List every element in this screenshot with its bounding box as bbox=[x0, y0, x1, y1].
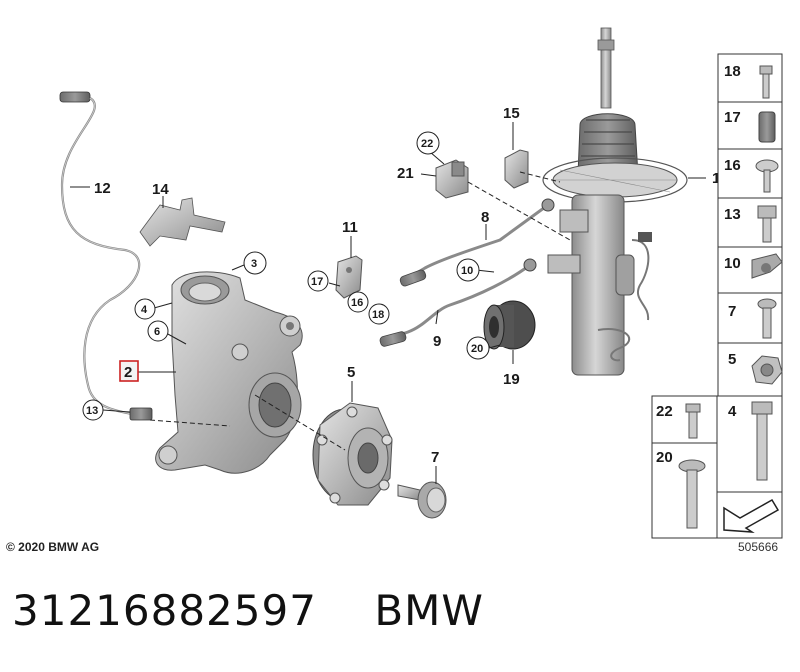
stabilizer-link-8 bbox=[399, 198, 555, 287]
bottom-parts-panel: 22 4 20 bbox=[651, 395, 783, 539]
bottom-cell-20[interactable]: 20 bbox=[656, 449, 706, 529]
callout-label-20: 20 bbox=[471, 343, 483, 355]
callout-label-3: 3 bbox=[251, 258, 257, 270]
side-parts-panel: 18 17 16 13 10 7 5 bbox=[717, 53, 783, 397]
callout-label-5: 5 bbox=[347, 364, 355, 381]
bottom-cell-22[interactable]: 22 bbox=[656, 403, 701, 439]
callout-18[interactable]: 18 bbox=[368, 303, 390, 325]
callout-label-9: 9 bbox=[433, 333, 441, 350]
side-label-17: 17 bbox=[724, 109, 741, 126]
callout-label-10: 10 bbox=[461, 265, 473, 277]
sensor-holder-21 bbox=[435, 159, 469, 199]
assembly-lines bbox=[149, 171, 571, 451]
rubber-mount-19 bbox=[483, 300, 536, 350]
hub-bolt bbox=[397, 481, 447, 519]
callout-label-14: 14 bbox=[152, 181, 169, 198]
callout-8[interactable]: 8 bbox=[481, 209, 489, 226]
callout-label-16: 16 bbox=[351, 297, 363, 309]
callout-9[interactable]: 9 bbox=[433, 333, 441, 350]
steering-knuckle bbox=[155, 271, 303, 474]
bottom-label-20: 20 bbox=[656, 449, 673, 466]
side-cell-18[interactable]: 18 bbox=[724, 63, 773, 99]
callout-14[interactable]: 14 bbox=[152, 181, 169, 198]
callout-13[interactable]: 13 bbox=[82, 399, 104, 421]
callout-label-2: 2 bbox=[124, 364, 132, 381]
callout-7[interactable]: 7 bbox=[431, 449, 439, 466]
callout-16[interactable]: 16 bbox=[347, 291, 369, 313]
callout-21[interactable]: 21 bbox=[397, 165, 414, 182]
callout-label-15: 15 bbox=[503, 105, 520, 122]
callout-label-7: 7 bbox=[431, 449, 439, 466]
callout-label-11: 11 bbox=[342, 219, 358, 236]
wheel-speed-sensor-cable bbox=[59, 91, 153, 421]
part-number-caption: 31216882597 BMW bbox=[12, 586, 484, 635]
leader-lines bbox=[70, 122, 706, 484]
callout-1[interactable]: 1 bbox=[712, 170, 720, 187]
exploded-parts-diagram: 1 2 3 4 5 6 7 8 9 10 11 12 13 14 15 16 1… bbox=[59, 27, 783, 539]
callout-label-12: 12 bbox=[94, 180, 111, 197]
callout-20[interactable]: 20 bbox=[466, 336, 490, 360]
callout-label-17: 17 bbox=[311, 276, 323, 288]
callout-11[interactable]: 11 bbox=[342, 219, 358, 236]
callout-2[interactable]: 2 bbox=[119, 360, 139, 382]
side-cell-5[interactable]: 5 bbox=[728, 351, 783, 385]
bracket-part-11 bbox=[335, 255, 363, 299]
stabilizer-link-9 bbox=[379, 258, 537, 347]
callout-label-21: 21 bbox=[397, 165, 414, 182]
callout-3[interactable]: 3 bbox=[243, 251, 267, 275]
callout-12[interactable]: 12 bbox=[94, 180, 111, 197]
callout-22[interactable]: 22 bbox=[416, 131, 440, 155]
callout-5[interactable]: 5 bbox=[347, 364, 355, 381]
callout-4[interactable]: 4 bbox=[134, 298, 156, 320]
suspension-strut bbox=[542, 27, 688, 376]
callout-label-6: 6 bbox=[154, 326, 160, 338]
side-cell-17[interactable]: 17 bbox=[724, 109, 776, 143]
side-cell-7[interactable]: 7 bbox=[728, 298, 777, 339]
callout-6[interactable]: 6 bbox=[147, 320, 169, 342]
side-label-18: 18 bbox=[724, 63, 741, 80]
side-label-16: 16 bbox=[724, 157, 741, 174]
wheel-hub-bearing bbox=[312, 402, 393, 506]
bottom-label-4: 4 bbox=[728, 403, 737, 420]
callout-label-19: 19 bbox=[503, 371, 520, 388]
arrow-symbol-cell bbox=[723, 498, 780, 533]
side-cell-10[interactable]: 10 bbox=[724, 253, 783, 279]
side-label-13: 13 bbox=[724, 206, 741, 223]
bracket-part-14 bbox=[139, 197, 226, 247]
bottom-label-22: 22 bbox=[656, 403, 673, 420]
side-cell-13[interactable]: 13 bbox=[724, 205, 777, 243]
side-cell-16[interactable]: 16 bbox=[724, 157, 779, 193]
side-label-5: 5 bbox=[728, 351, 736, 368]
copyright-text: © 2020 BMW AG bbox=[6, 540, 100, 554]
bottom-cell-4[interactable]: 4 bbox=[728, 401, 773, 481]
callout-label-1: 1 bbox=[712, 170, 720, 187]
side-label-7: 7 bbox=[728, 303, 736, 320]
callout-10[interactable]: 10 bbox=[456, 258, 480, 282]
callout-15[interactable]: 15 bbox=[503, 105, 520, 122]
callout-label-18: 18 bbox=[372, 309, 384, 321]
side-label-10: 10 bbox=[724, 255, 741, 272]
callout-19[interactable]: 19 bbox=[503, 371, 520, 388]
diagram-code: 505666 bbox=[738, 540, 779, 554]
callout-label-22: 22 bbox=[421, 138, 433, 150]
callout-label-13: 13 bbox=[86, 405, 98, 417]
callout-17[interactable]: 17 bbox=[307, 270, 329, 292]
callout-label-4: 4 bbox=[141, 304, 148, 316]
bracket-part-15 bbox=[504, 149, 529, 189]
callout-label-8: 8 bbox=[481, 209, 489, 226]
